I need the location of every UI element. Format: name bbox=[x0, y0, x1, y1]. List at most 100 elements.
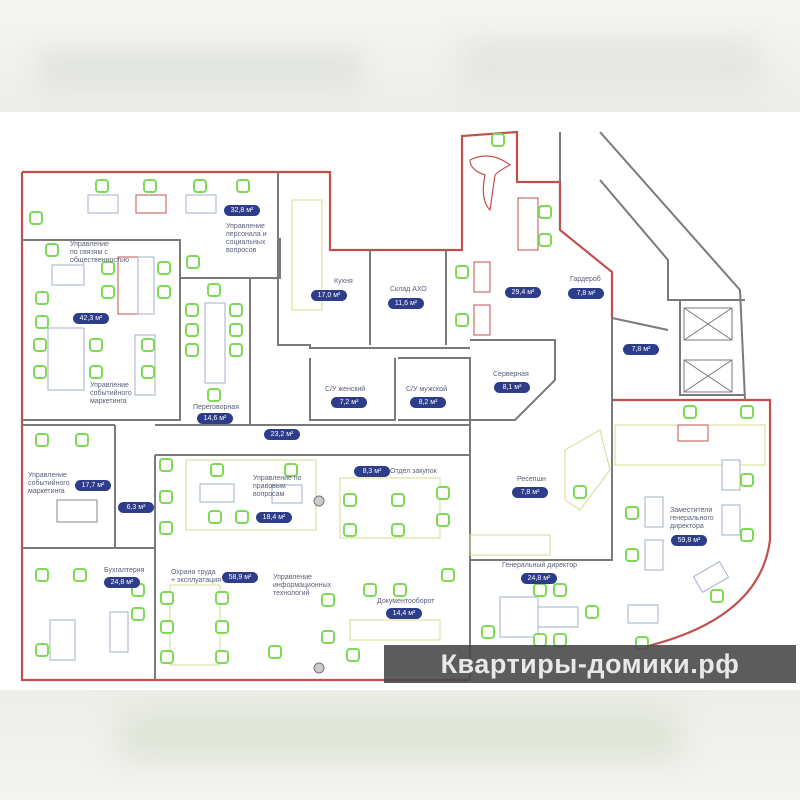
chair-icon bbox=[193, 179, 207, 193]
chair-icon bbox=[89, 338, 103, 352]
area-badge-meeting: 14,6 м² bbox=[197, 413, 233, 424]
area-badge-documents: 14,4 м² bbox=[386, 608, 422, 619]
chair-icon bbox=[391, 523, 405, 537]
chair-icon bbox=[740, 405, 754, 419]
chair-icon bbox=[346, 648, 360, 662]
room-label-safety: Охрана труда + эксплуатация bbox=[171, 569, 222, 584]
chair-icon bbox=[157, 285, 171, 299]
inner-walls bbox=[22, 131, 746, 680]
chair-icon bbox=[683, 405, 697, 419]
chair-icon bbox=[343, 493, 357, 507]
chair-icon bbox=[160, 650, 174, 664]
chair-icon bbox=[343, 523, 357, 537]
chair-icon bbox=[186, 255, 200, 269]
room-label-event-marketing-2: Управление событийного маркетинга bbox=[28, 472, 70, 495]
chairs bbox=[29, 133, 754, 664]
chair-icon bbox=[215, 591, 229, 605]
desks bbox=[47, 194, 741, 661]
chair-icon bbox=[321, 630, 335, 644]
chair-icon bbox=[321, 593, 335, 607]
chair-icon bbox=[268, 645, 282, 659]
area-badge-deputies: 59,8 м² bbox=[671, 535, 707, 546]
area-badge-open-office: 58,9 м² bbox=[222, 572, 258, 583]
chair-icon bbox=[73, 568, 87, 582]
chair-icon bbox=[455, 313, 469, 327]
chair-icon bbox=[491, 133, 505, 147]
watermark: Квартиры-домики.рф bbox=[384, 645, 796, 683]
chair-icon bbox=[533, 583, 547, 597]
area-badge-hall: 7,8 м² bbox=[623, 344, 659, 355]
chair-icon bbox=[159, 521, 173, 535]
chair-icon bbox=[455, 265, 469, 279]
area-badge-small-room: 6,3 м² bbox=[118, 502, 154, 513]
chair-icon bbox=[95, 179, 109, 193]
chair-icon bbox=[207, 283, 221, 297]
chair-icon bbox=[35, 315, 49, 329]
room-label-documents: Документооборот bbox=[377, 598, 435, 605]
area-badge-accounting: 24,8 м² bbox=[104, 577, 140, 588]
room-label-wc-female: С/У женский bbox=[325, 386, 366, 393]
chair-icon bbox=[35, 433, 49, 447]
chair-icon bbox=[215, 650, 229, 664]
chair-icon bbox=[625, 548, 639, 562]
chair-icon bbox=[393, 583, 407, 597]
area-badge-lobby: 29,4 м² bbox=[505, 287, 541, 298]
chair-icon bbox=[185, 323, 199, 337]
chair-icon bbox=[33, 365, 47, 379]
room-label-procurement: Отдел закупок bbox=[390, 468, 437, 475]
chair-icon bbox=[33, 338, 47, 352]
walls bbox=[20, 130, 772, 682]
room-label-meeting: Переговорная bbox=[193, 404, 239, 411]
chair-icon bbox=[553, 583, 567, 597]
area-badge-corridor: 23,2 м² bbox=[264, 429, 300, 440]
room-label-deputies: Заместители генерального директора bbox=[670, 507, 714, 530]
elevators bbox=[683, 307, 733, 393]
chair-icon bbox=[207, 388, 221, 402]
chair-icon bbox=[143, 179, 157, 193]
chair-icon bbox=[101, 285, 115, 299]
area-badge-kitchen: 17,0 м² bbox=[311, 290, 347, 301]
room-label-wardrobe: Гардероб bbox=[570, 276, 601, 283]
chair-icon bbox=[210, 463, 224, 477]
blurred-background-bottom bbox=[0, 690, 800, 800]
furniture-outlines bbox=[169, 199, 766, 666]
chair-icon bbox=[101, 261, 115, 275]
chair-icon bbox=[585, 605, 599, 619]
chair-icon bbox=[185, 343, 199, 357]
room-label-event-marketing: Управление событийного маркетинга bbox=[90, 382, 132, 405]
chair-icon bbox=[625, 506, 639, 520]
area-badge-wardrobe: 7,8 м² bbox=[568, 288, 604, 299]
chair-icon bbox=[35, 643, 49, 657]
chair-icon bbox=[740, 473, 754, 487]
chair-icon bbox=[710, 589, 724, 603]
floor-plan: Управление персонала и социальных вопрос… bbox=[0, 112, 800, 690]
room-label-wc-male: С/У мужской bbox=[406, 386, 447, 393]
room-label-kitchen: Кухня bbox=[334, 278, 353, 285]
chair-icon bbox=[159, 490, 173, 504]
chair-icon bbox=[160, 620, 174, 634]
area-badge-event-marketing-2: 17,7 м² bbox=[75, 480, 111, 491]
area-badge-wc-male: 8,2 м² bbox=[410, 397, 446, 408]
area-badge-hr: 32,8 м² bbox=[224, 205, 260, 216]
chair-icon bbox=[159, 458, 173, 472]
columns bbox=[313, 495, 325, 674]
chair-icon bbox=[229, 323, 243, 337]
area-badge-ceo: 24,8 м² bbox=[521, 573, 557, 584]
chair-icon bbox=[441, 568, 455, 582]
chair-icon bbox=[160, 591, 174, 605]
chair-icon bbox=[538, 205, 552, 219]
area-badge-storage: 11,6 м² bbox=[388, 298, 424, 309]
room-label-it: Управление информационных технологий bbox=[273, 574, 332, 597]
chair-icon bbox=[89, 365, 103, 379]
chair-icon bbox=[481, 625, 495, 639]
chair-icon bbox=[75, 433, 89, 447]
area-badge-reception: 7,8 м² bbox=[512, 487, 548, 498]
chair-icon bbox=[215, 620, 229, 634]
chair-icon bbox=[208, 510, 222, 524]
chair-icon bbox=[185, 303, 199, 317]
chair-icon bbox=[131, 607, 145, 621]
chair-icon bbox=[436, 513, 450, 527]
chair-icon bbox=[157, 261, 171, 275]
chair-icon bbox=[236, 179, 250, 193]
area-badge-wc-female: 7,2 м² bbox=[331, 397, 367, 408]
